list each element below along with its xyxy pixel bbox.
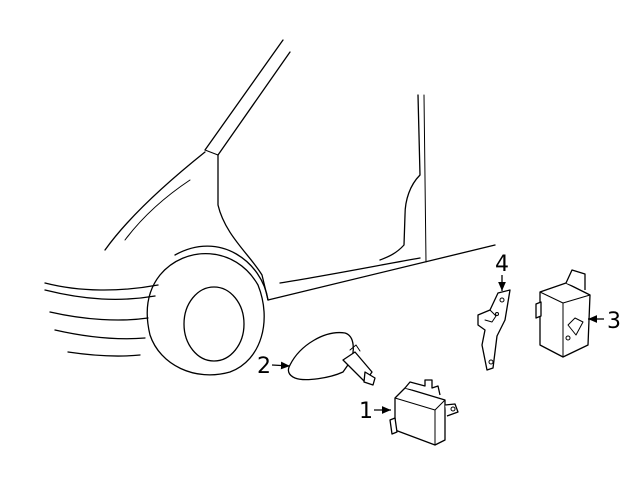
callout-1-label: 1: [359, 399, 373, 424]
callout-3-label: 3: [607, 309, 621, 334]
vehicle-body-outline: [44, 39, 496, 357]
callout-3: 3: [588, 309, 621, 334]
callout-4-label: 4: [495, 252, 509, 277]
tpms-control-module: [389, 379, 459, 446]
receiver-module: [535, 269, 591, 358]
front-wheel: [146, 245, 269, 376]
callout-2-leader: [271, 361, 291, 370]
mounting-bracket: [477, 289, 511, 371]
callout-1: 1: [359, 399, 391, 424]
tire-pressure-sensor: [287, 331, 376, 386]
callout-4: 4: [495, 252, 509, 291]
callout-2: 2: [257, 354, 291, 379]
callout-2-label: 2: [257, 354, 271, 379]
